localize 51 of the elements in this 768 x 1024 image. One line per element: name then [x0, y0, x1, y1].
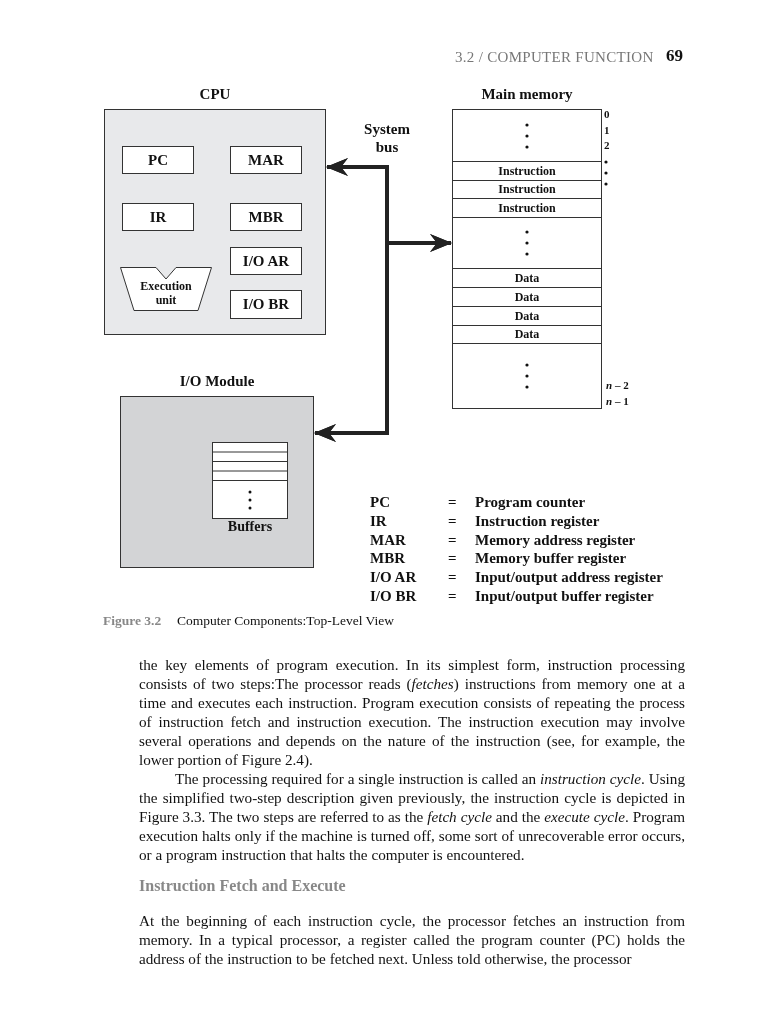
register-box: MBR	[230, 203, 302, 231]
figure-number: Figure 3.2	[103, 613, 162, 629]
register-box: IR	[122, 203, 194, 231]
register-box: I/O BR	[230, 290, 302, 319]
memory-cell: Data	[452, 306, 602, 326]
bus-arrow	[314, 234, 452, 442]
equals-sign: =	[448, 550, 457, 568]
body-paragraph: At the beginning of each instruction cycle, the processor fetches an instruction from memory. In a typical processor, a register called the program counter (PC) holds the address of the instruction to be fetched next. Unless told otherwise, the processor	[139, 911, 685, 968]
section-heading: Instruction Fetch and Execute	[139, 877, 346, 895]
equals-sign: =	[448, 531, 457, 549]
definition-text: Program counter	[475, 494, 586, 511]
definition-text: Memory buffer register	[475, 550, 627, 568]
address-label: n – 2	[606, 379, 629, 391]
register-box: MAR	[230, 146, 302, 174]
register-box: PC	[122, 146, 194, 174]
body-paragraph: the key elements of program execution. In its simplest form, instruction processing consists of two steps:The processor reads (fetches) instructions from memory one at a time and executes each instruction. Program execution consists of repeating the process of instruction fetch and instruction execution. The instruction execution may involve several operations and depends on the nature of the instruction (see, for example, the lower portion of Figure 2.4).	[139, 655, 685, 769]
address-label: 0	[604, 108, 610, 120]
address-label: 1	[604, 124, 610, 136]
equals-sign: =	[448, 512, 457, 530]
address-label: 2	[604, 139, 610, 151]
equals-sign: =	[448, 588, 457, 605]
page-number: 69	[666, 46, 683, 66]
register-box: I/O AR	[230, 247, 302, 275]
memory-cell: Data	[452, 268, 602, 288]
unit-label: Execution unit	[139, 279, 193, 307]
memory-cell: Instruction	[452, 198, 602, 218]
body-paragraph: The processing required for a single instruction is called an instruction cycle. Using the simplified two-step description given previously, the instruction cycle is depicted in Figure 3.3. The two steps are referred to as the fetch cycle and the execute cycle. Program execution halts only if the machine is turned off, some sort of unrecoverable error occurs, or a program instruction that halts the computer is encountered.	[139, 769, 685, 864]
abbreviation-text: I/O AR	[370, 569, 417, 587]
memory-cell: Instruction	[452, 161, 602, 181]
memory-cell	[452, 109, 602, 162]
abbreviation-text: PC	[370, 494, 390, 511]
running-head: 3.2 / COMPUTER FUNCTION	[455, 49, 654, 66]
equals-sign: =	[448, 494, 457, 511]
definition-text: Instruction register	[475, 512, 600, 530]
abbreviation-text: MAR	[370, 531, 406, 549]
definition-text: Input/output buffer register	[475, 588, 654, 605]
buffer-label: Buffers	[226, 519, 274, 536]
definition-text: Memory address register	[475, 531, 636, 549]
group-heading: CPU	[198, 86, 232, 104]
memory-cell: Data	[452, 287, 602, 307]
group-heading: Main memory	[480, 86, 574, 104]
memory-cell	[452, 343, 602, 409]
abbreviation-text: I/O BR	[370, 588, 417, 605]
figure-caption: Computer Components:Top-Level View	[177, 613, 394, 629]
abbreviation-text: MBR	[370, 550, 405, 568]
memory-cell	[452, 217, 602, 269]
address-label: n – 1	[606, 395, 629, 407]
group-heading: I/O Module	[178, 373, 256, 391]
abbreviation-text: IR	[370, 512, 387, 530]
equals-sign: =	[448, 569, 457, 587]
definition-text: Input/output address register	[475, 569, 663, 587]
